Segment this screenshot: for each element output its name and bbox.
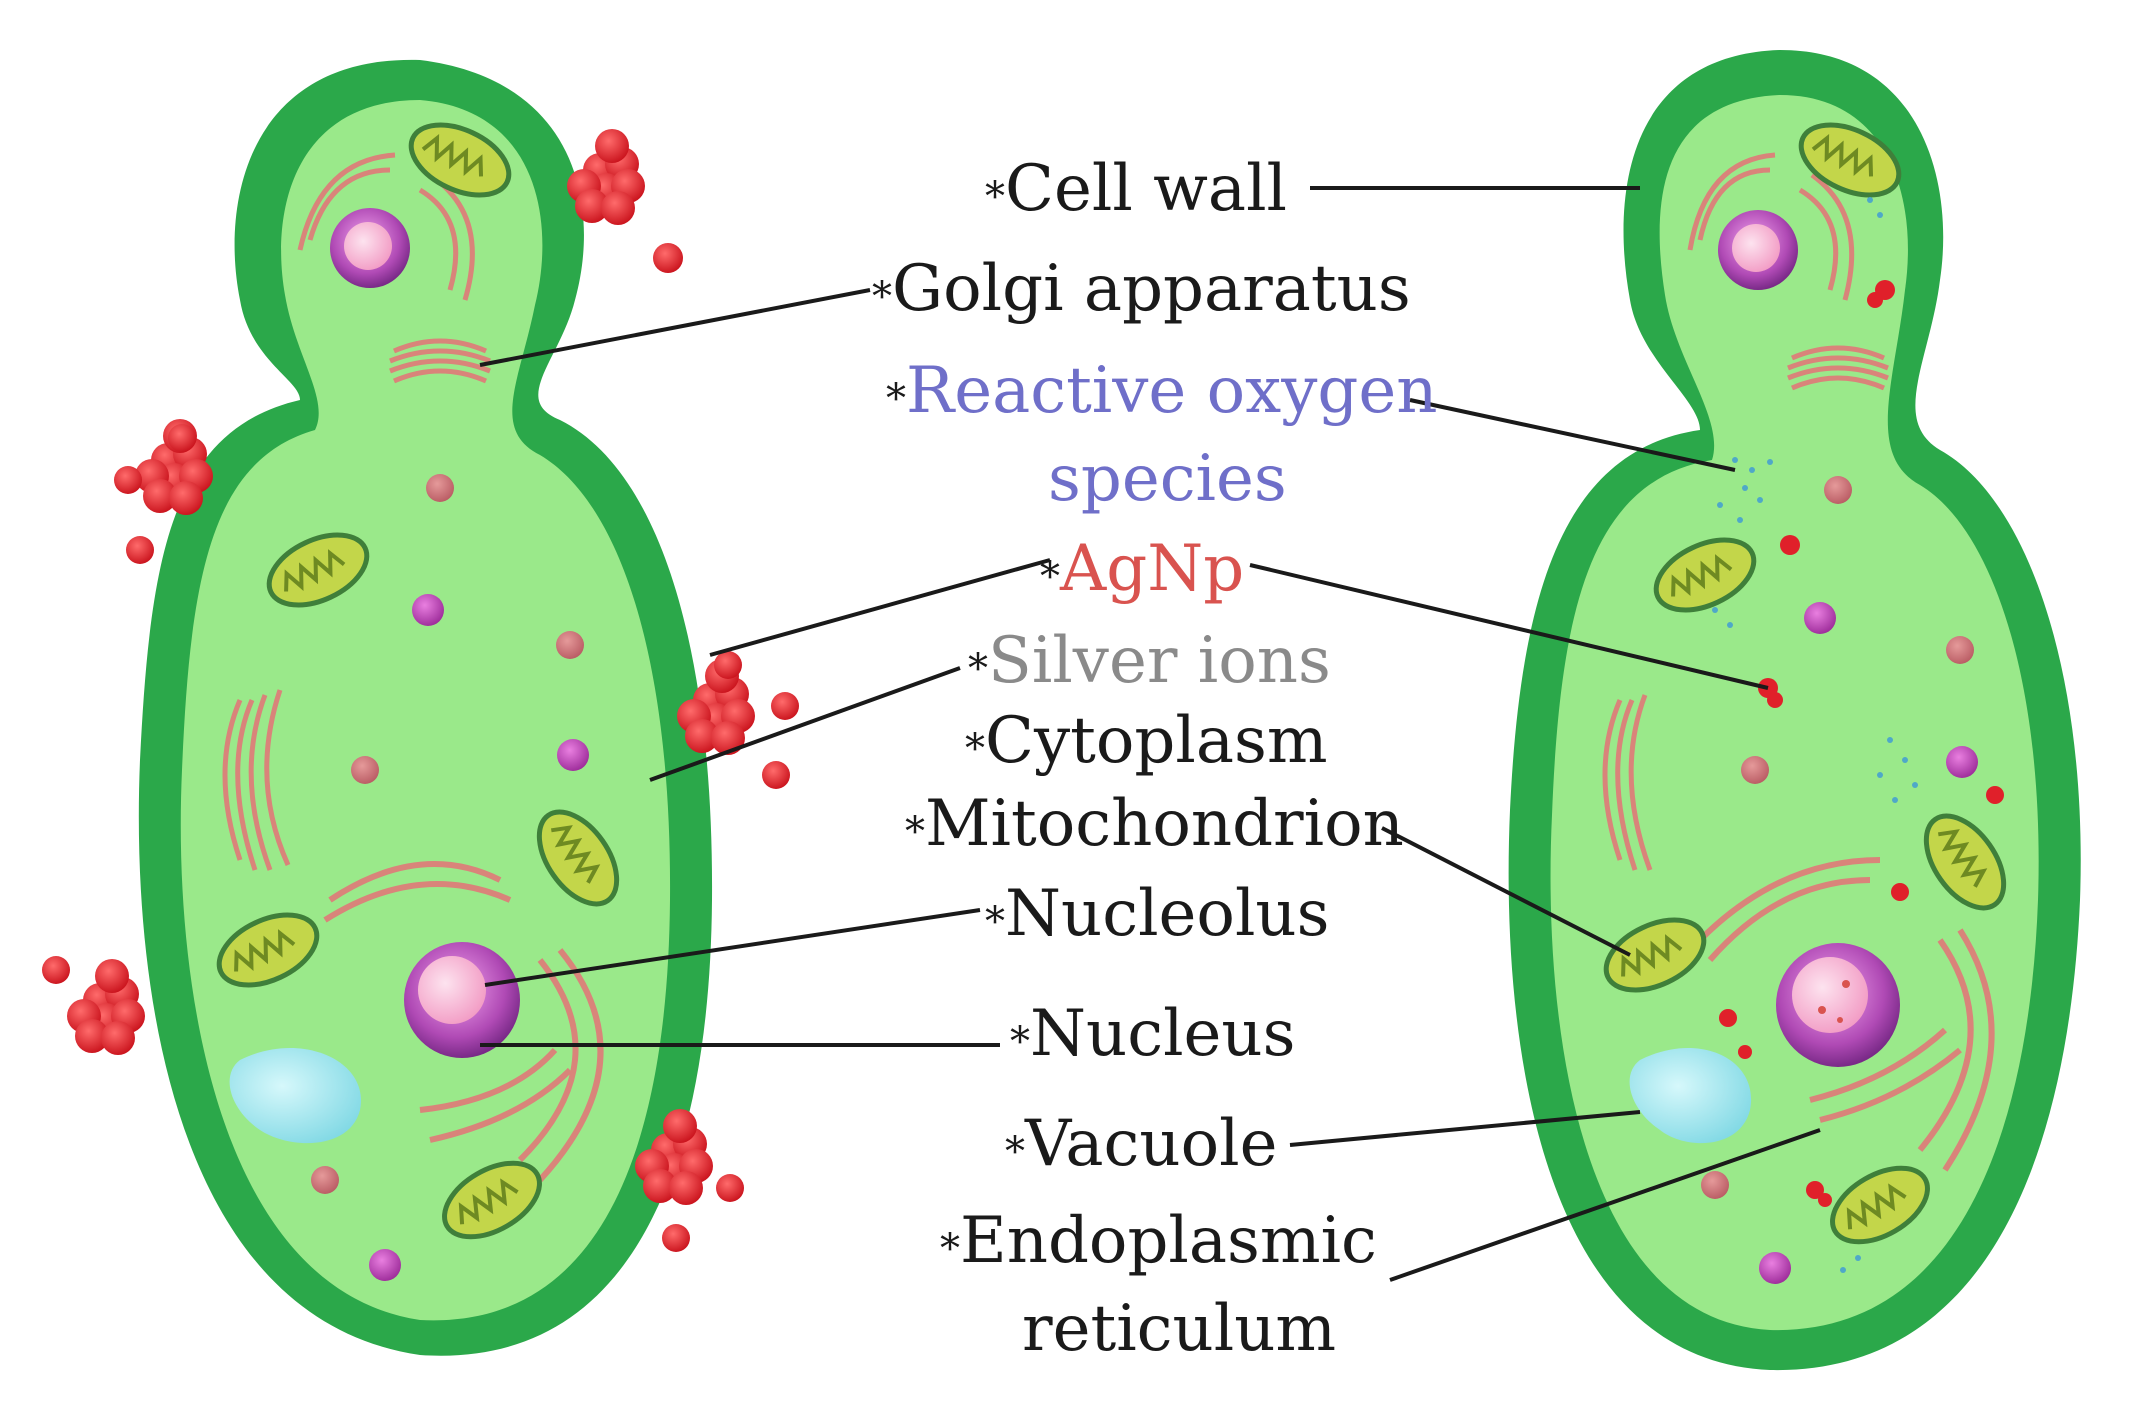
label-mitochondrion: *Mitochondrion xyxy=(905,787,1404,861)
leader-lines xyxy=(479,186,1821,1282)
label-cell-wall: *Cell wall xyxy=(985,152,1287,226)
left-er-nucleus xyxy=(323,861,604,1183)
leader-er xyxy=(1389,1128,1821,1282)
leader-mitochondrion xyxy=(1381,826,1631,957)
right-ros-dots xyxy=(1712,197,1918,1273)
left-er-mid xyxy=(222,689,291,871)
right-er-mid xyxy=(1602,694,1653,871)
right-er-top xyxy=(1687,152,1855,301)
right-cytoplasm xyxy=(1550,95,2039,1331)
label-nucleus: *Nucleus xyxy=(1010,997,1295,1071)
leader-agnp-left xyxy=(709,558,1051,657)
left-cytoplasm xyxy=(180,100,671,1321)
right-nucleolus xyxy=(1792,957,1868,1033)
label-golgi: *Golgi apparatus xyxy=(872,252,1411,326)
left-nucleolus xyxy=(418,956,486,1024)
leader-vacuole xyxy=(1289,1110,1641,1147)
leader-nucleolus xyxy=(484,908,981,987)
label-ros-2: species xyxy=(1048,442,1287,516)
right-yeast-cell xyxy=(1508,50,2081,1371)
left-agnp-clusters xyxy=(42,129,799,1252)
left-yeast-cell xyxy=(42,59,799,1356)
label-er-1: *Endoplasmic xyxy=(940,1204,1377,1278)
label-agnp: *AgNp xyxy=(1040,532,1244,606)
label-nucleolus: *Nucleolus xyxy=(985,877,1329,951)
right-er-nucleus xyxy=(1697,857,1995,1172)
label-ros-1: *Reactive oxygen xyxy=(886,354,1437,428)
label-er-2: reticulum xyxy=(1022,1292,1336,1366)
leader-ros xyxy=(1409,398,1736,472)
left-vacuole xyxy=(229,1048,361,1144)
right-internal-agnp xyxy=(1719,280,2004,1207)
right-vacuole xyxy=(1629,1048,1752,1144)
label-vacuole: *Vacuole xyxy=(1005,1107,1277,1181)
leader-agnp-right xyxy=(1249,563,1769,690)
labels: *Cell wall *Golgi apparatus *Reactive ox… xyxy=(872,152,1437,1366)
leader-golgi xyxy=(479,288,871,367)
label-cytoplasm: *Cytoplasm xyxy=(965,704,1328,778)
label-silver-ions: *Silver ions xyxy=(968,624,1331,698)
leader-silver-ions xyxy=(649,666,961,782)
